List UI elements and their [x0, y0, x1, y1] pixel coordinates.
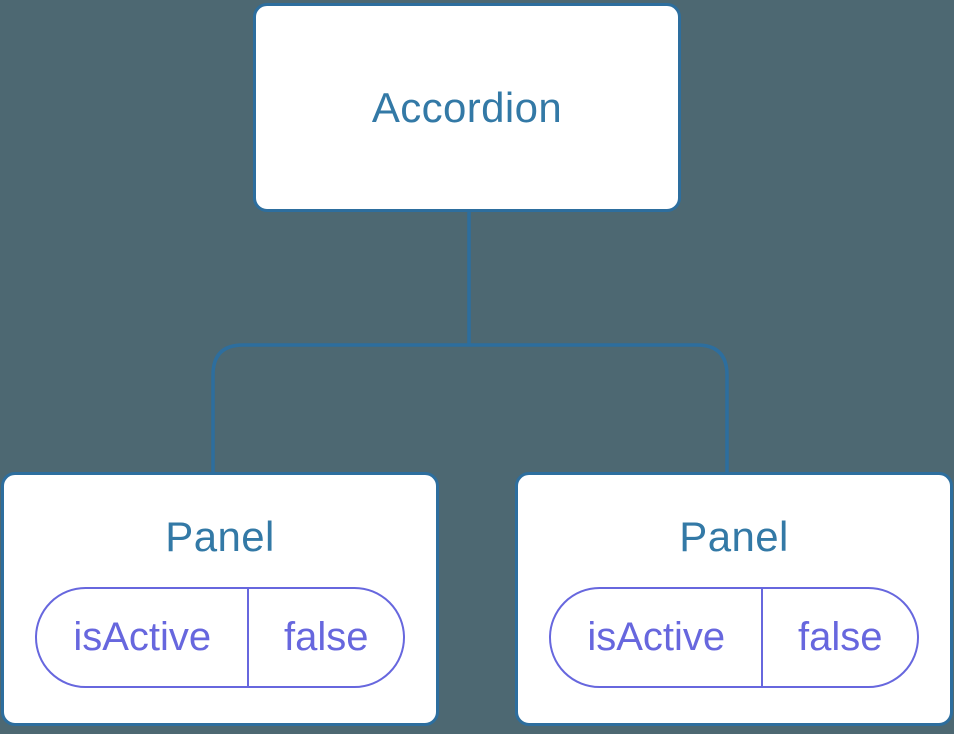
panel-node-right: Panel isActive false — [515, 472, 953, 726]
state-pill: isActive false — [35, 587, 405, 688]
state-pill: isActive false — [549, 587, 919, 688]
connector-branch-line — [211, 343, 729, 474]
accordion-node-label: Accordion — [371, 83, 563, 131]
panel-node-left: Panel isActive false — [1, 472, 439, 726]
state-value: false — [247, 589, 403, 686]
state-name: isActive — [73, 615, 212, 659]
accordion-node: Accordion — [253, 3, 681, 212]
state-name: isActive — [587, 615, 726, 659]
panel-node-label: Panel — [679, 513, 789, 560]
panel-node-label: Panel — [165, 513, 275, 560]
state-value: false — [761, 589, 917, 686]
